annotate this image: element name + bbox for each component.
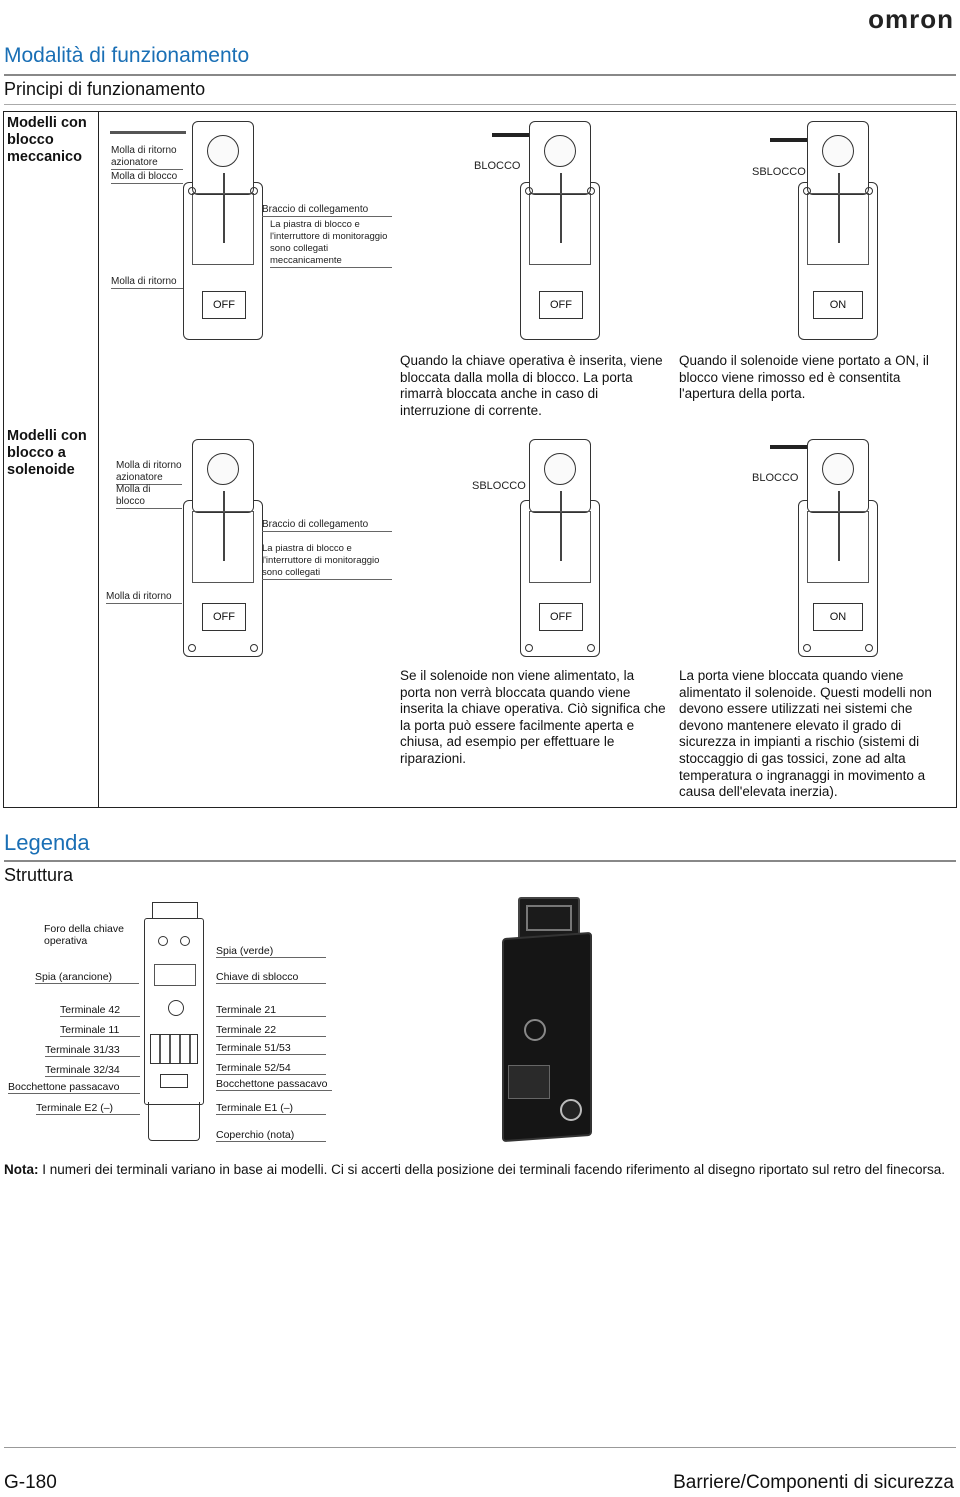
row-label-solenoid: Modelli con blocco a solenoide: [7, 428, 87, 478]
note-text: I numeri dei terminali variano in base a…: [42, 1162, 945, 1177]
state-off-1: OFF: [202, 291, 246, 319]
solenoid-diagram-initial: OFF: [183, 439, 263, 657]
legend-terminale-31-33: Terminale 31/33: [45, 1044, 140, 1057]
solenoid-diagram-blocco: ON: [798, 439, 878, 657]
legend-spia-arancione: Spia (arancione): [35, 971, 139, 984]
legend-terminale-42: Terminale 42: [60, 1004, 140, 1017]
legend-terminale-22: Terminale 22: [216, 1024, 326, 1037]
legend-terminale-51-53: Terminale 51/53: [216, 1042, 326, 1055]
title-rule: [4, 74, 956, 76]
key-inserted-icon: [492, 133, 554, 137]
label-molla-ritorno-azionatore-sol: Molla di ritorno azionatore: [116, 460, 182, 485]
legend-terminale-e2: Terminale E2 (–): [36, 1102, 140, 1115]
state-off-2: OFF: [539, 291, 583, 319]
table-column-divider: [98, 111, 99, 807]
legend-chiave-sblocco: Chiave di sblocco: [216, 971, 326, 984]
label-piastra-sol: La piastra di blocco e l'interruttore di…: [262, 543, 392, 580]
description-mech-lock: Quando la chiave operativa è inserita, v…: [400, 353, 663, 418]
legend-terminale-11: Terminale 11: [60, 1024, 140, 1037]
label-sblocco-mech: SBLOCCO: [752, 166, 806, 178]
label-piastra-mech: La piastra di blocco e l'interruttore di…: [270, 219, 392, 268]
label-blocco-mech: BLOCCO: [474, 160, 521, 172]
legend-rule: [4, 860, 956, 862]
label-molla-blocco-sol: Molla di blocco: [116, 484, 182, 509]
description-sol-lock: La porta viene bloccata quando viene ali…: [679, 668, 932, 800]
subtitle-rule: [4, 104, 956, 105]
state-off-sol-2: OFF: [539, 603, 583, 631]
label-blocco-sol: BLOCCO: [752, 472, 799, 484]
switch-diagram-sblocco: ON: [798, 121, 878, 340]
label-molla-ritorno-mech: Molla di ritorno: [111, 276, 183, 289]
row-label-mechanical: Modelli con blocco meccanico: [7, 115, 87, 165]
switch-diagram-initial: OFF: [183, 121, 263, 340]
legend-bocchettone-sx: Bocchettone passacavo: [8, 1081, 140, 1094]
key-solenoid-icon: [770, 445, 832, 449]
operation-table: [3, 111, 957, 808]
legend-title: Legenda: [4, 830, 90, 855]
switch-diagram-blocco: OFF: [520, 121, 600, 340]
description-sol-unlock: Se il solenoide non viene alimentato, la…: [400, 668, 666, 766]
legend-terminale-52-54: Terminale 52/54: [216, 1062, 326, 1075]
label-braccio: Braccio di collegamento: [262, 204, 392, 217]
label-sblocco-sol: SBLOCCO: [472, 480, 526, 492]
switch-structure-drawing: [140, 902, 208, 1142]
footer-rule: [4, 1447, 956, 1448]
label-molla-blocco: Molla di blocco: [111, 171, 183, 184]
legend-terminale-e1: Terminale E1 (–): [216, 1102, 326, 1115]
label-molla-ritorno-sol: Molla di ritorno: [106, 591, 182, 604]
state-on-sol-3: ON: [813, 603, 863, 631]
state-off-sol-1: OFF: [202, 603, 246, 631]
page-number: G-180: [4, 1472, 57, 1493]
solenoid-diagram-sblocco: OFF: [520, 439, 600, 657]
legend-coperchio: Coperchio (nota): [216, 1129, 326, 1142]
state-on-3: ON: [813, 291, 863, 319]
legend-terminale-32-34: Terminale 32/34: [45, 1064, 140, 1077]
legend-terminale-21: Terminale 21: [216, 1004, 326, 1017]
section-name: Barriere/Componenti di sicurezza: [673, 1472, 954, 1493]
operation-key-bar: [110, 131, 186, 134]
key-removed-icon: [770, 138, 832, 142]
description-mech-unlock: Quando il solenoide viene portato a ON, …: [679, 353, 929, 402]
section-subtitle: Principi di funzionamento: [4, 79, 206, 99]
note-label: Nota:: [4, 1162, 39, 1177]
page-title: Modalità di funzionamento: [4, 44, 250, 67]
product-photo: [496, 897, 602, 1153]
omron-logo: omron: [868, 4, 954, 34]
label-molla-ritorno-azionatore: Molla di ritorno azionatore: [111, 145, 183, 170]
legend-subtitle: Struttura: [4, 865, 74, 885]
label-braccio-sol: Braccio di collegamento: [262, 519, 392, 532]
note: Nota: I numeri dei terminali variano in …: [4, 1162, 956, 1179]
legend-bocchettone-dx: Bocchettone passacavo: [216, 1078, 332, 1091]
legend-spia-verde: Spia (verde): [216, 945, 326, 958]
legend-foro-chiave: Foro della chiave operativa: [44, 923, 124, 947]
